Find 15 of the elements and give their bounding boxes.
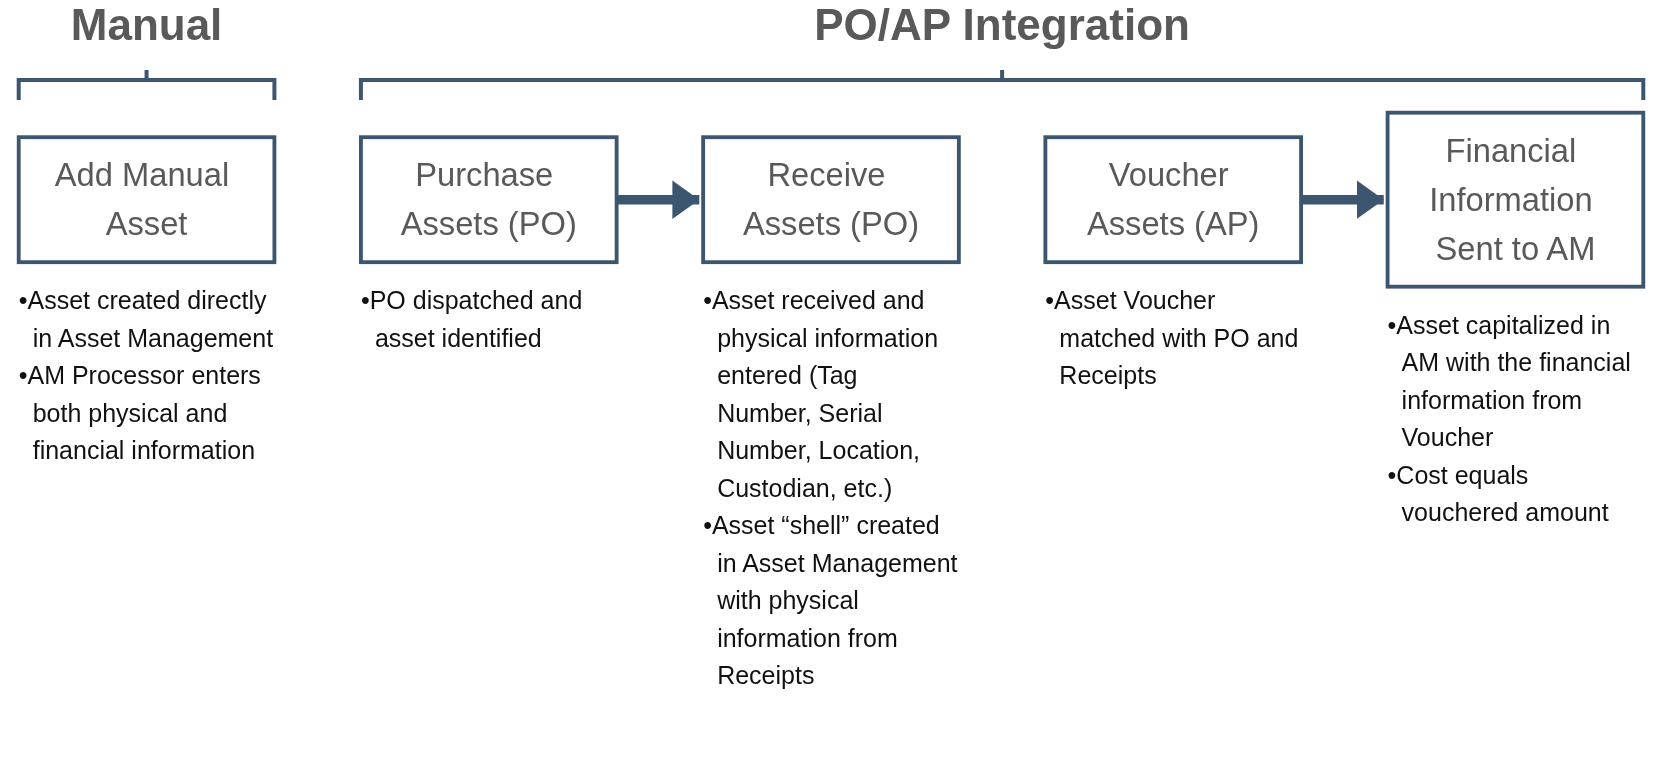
bullet-text: •Cost equals vouchered amount bbox=[1387, 459, 1610, 529]
bullet-text: •Asset Voucher matched with PO and Receipts bbox=[1045, 285, 1300, 392]
process-box: Add Manual Asset bbox=[16, 135, 277, 265]
process-box: Voucher Assets (AP) bbox=[1043, 135, 1303, 265]
bullet-text: •Asset received and physical information entered (Tag Number, Serial Number, Location, Custodian, etc.) bbox=[703, 285, 940, 504]
bullet-text: •Asset “shell” created in Asset Management with physical information from Receipts bbox=[703, 510, 959, 692]
process-box: Receive Assets (PO) bbox=[701, 135, 961, 265]
bullet-text: •Asset created directly in Asset Management bbox=[18, 285, 275, 354]
bullet-text: •PO dispatched and asset identified bbox=[360, 285, 584, 354]
section-title: PO/AP Integration bbox=[814, 0, 1190, 50]
process-box: Purchase Assets (PO) bbox=[359, 135, 619, 265]
process-box: Financial Information Sent to AM bbox=[1385, 110, 1646, 289]
bullet-text: •AM Processor enters both physical and financial information bbox=[18, 360, 262, 467]
bullet-text: •Asset capitalized in AM with the financial information from Voucher bbox=[1387, 309, 1632, 454]
section-title: Manual bbox=[70, 0, 223, 50]
